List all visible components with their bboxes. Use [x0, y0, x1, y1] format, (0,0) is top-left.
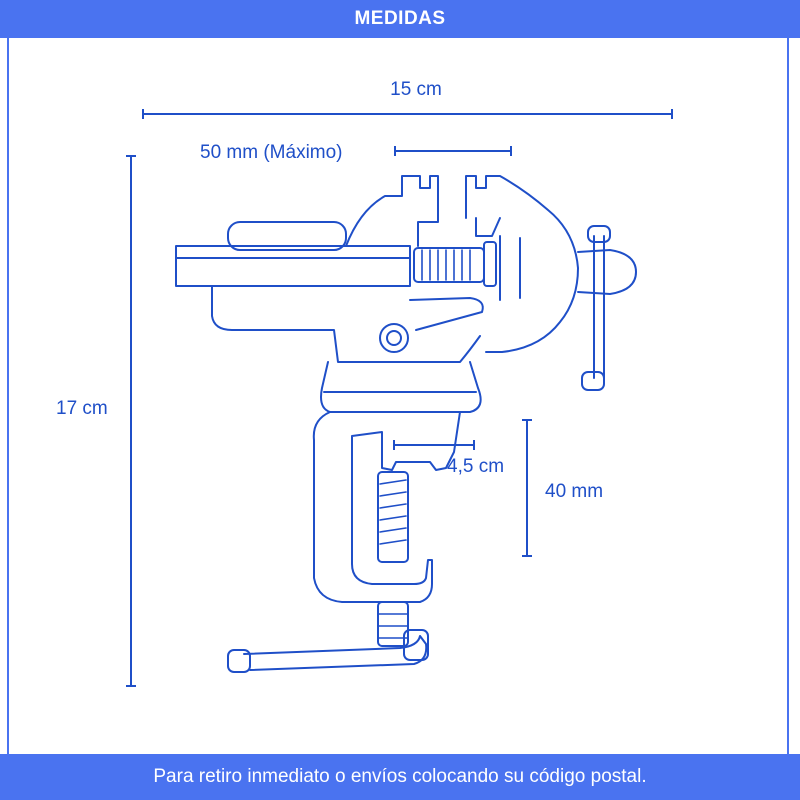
width-dimension-line [142, 109, 673, 119]
clamp-opening-label: 40 mm [545, 481, 603, 502]
height-dimension-line [126, 155, 136, 687]
content-frame [7, 38, 789, 754]
page-title: MEDIDAS [354, 8, 446, 29]
jaw-opening-dimension-line [394, 146, 512, 156]
header-bar: MEDIDAS [0, 0, 800, 38]
clamp-depth-dimension-line [393, 440, 475, 450]
clamp-opening-dimension-line [522, 419, 532, 557]
clamp-depth-label: 4,5 cm [447, 456, 504, 477]
footer-text: Para retiro inmediato o envíos colocando… [153, 766, 647, 787]
width-label: 15 cm [390, 79, 442, 100]
footer-bar: Para retiro inmediato o envíos colocando… [0, 754, 800, 800]
height-label: 17 cm [56, 398, 108, 419]
bench-vise-icon [175, 175, 637, 673]
jaw-opening-label: 50 mm (Máximo) [200, 142, 343, 163]
